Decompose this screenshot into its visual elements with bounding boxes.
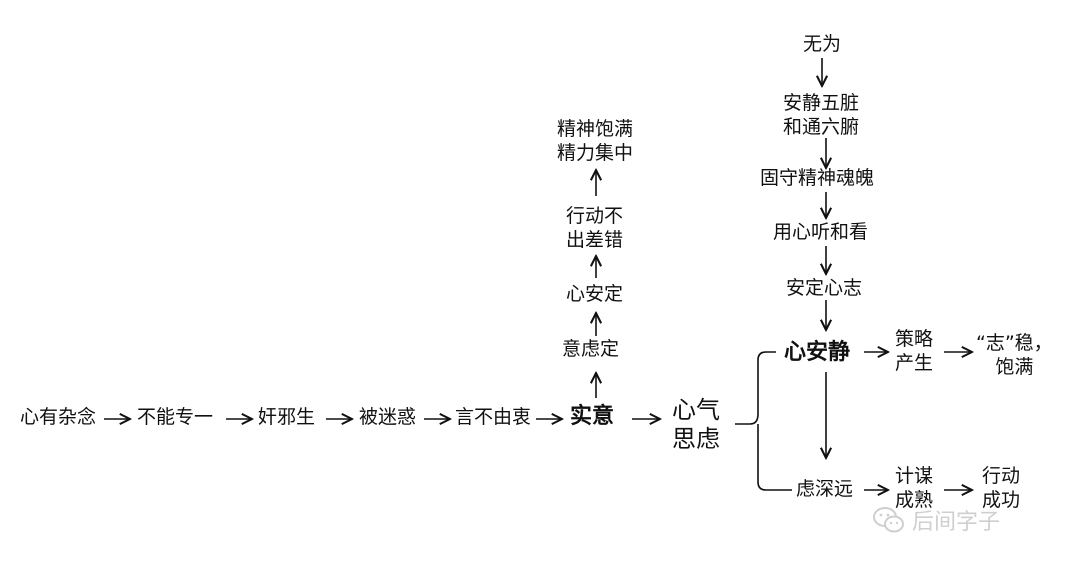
node-yan-bu-you-zhong: 言不由衷: [455, 406, 532, 428]
wechat-icon: [873, 507, 904, 533]
node-xin-qi-si-lv: 心气 思虑: [672, 396, 720, 453]
node-xin-you-za-nian: 心有杂念: [20, 406, 97, 428]
node-ji-mou-cheng-shu: 计谋 成熟: [895, 465, 934, 511]
watermark-text: 后间字子: [912, 510, 1001, 535]
node-jing-shen-bao-man: 精神饱满 精力集中: [557, 118, 634, 164]
node-xin-an-jing: 心安静: [784, 340, 851, 365]
node-wu-wei: 无为: [803, 33, 842, 55]
node-jian-xie-sheng: 奸邪生: [258, 406, 316, 428]
node-bu-neng-zhuan-yi: 不能专一: [137, 406, 214, 428]
node-yi-lv-ding: 意虑定: [562, 338, 620, 360]
node-xing-dong-bu-chu-cha-cuo: 行动不 出差错: [566, 205, 624, 251]
node-shi-yi: 实意: [570, 404, 615, 429]
node-gu-shou-jing-shen: 固守精神魂魄: [760, 167, 875, 189]
node-an-jing-wu-zang: 安静五脏 和通六腑: [783, 92, 860, 138]
node-an-ding-xin-zhi: 安定心志: [786, 277, 863, 299]
node-ce-lve-chan-sheng: 策略 产生: [895, 328, 934, 374]
node-xing-dong-cheng-gong: 行动 成功: [982, 465, 1021, 511]
node-xin-an-ding: 心安定: [566, 283, 624, 305]
node-lv-shen-yuan: 虑深远: [796, 478, 854, 500]
node-yong-xin-ting-he-kan: 用心听和看: [773, 221, 869, 243]
watermark: 后间字子: [872, 504, 1000, 536]
node-bei-mi-huo: 被迷惑: [359, 406, 417, 428]
brace: [735, 351, 792, 491]
node-zhi-wen-bao-man: “志”稳， 饱满: [976, 332, 1053, 378]
